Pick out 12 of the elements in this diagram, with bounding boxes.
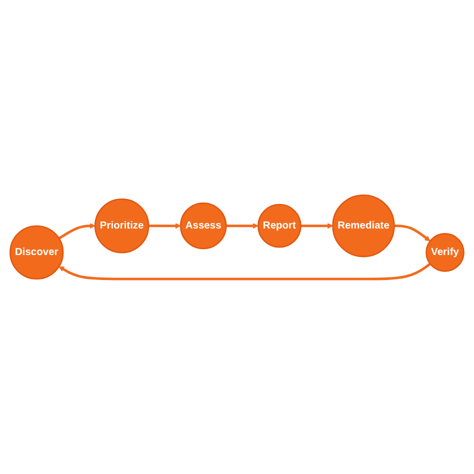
node-circle: Report — [258, 204, 302, 248]
node-circle: Assess — [180, 202, 227, 250]
arrow — [58, 262, 431, 280]
arrow — [226, 222, 258, 229]
arrow — [300, 222, 334, 229]
node-circle: Prioritize — [94, 198, 150, 254]
arrow — [148, 222, 181, 229]
node-circle: Verify — [426, 232, 464, 272]
arrow — [394, 224, 430, 242]
node-circle: Remediate — [332, 194, 395, 258]
node-circle: Discover — [10, 225, 64, 280]
arrow — [58, 222, 96, 240]
